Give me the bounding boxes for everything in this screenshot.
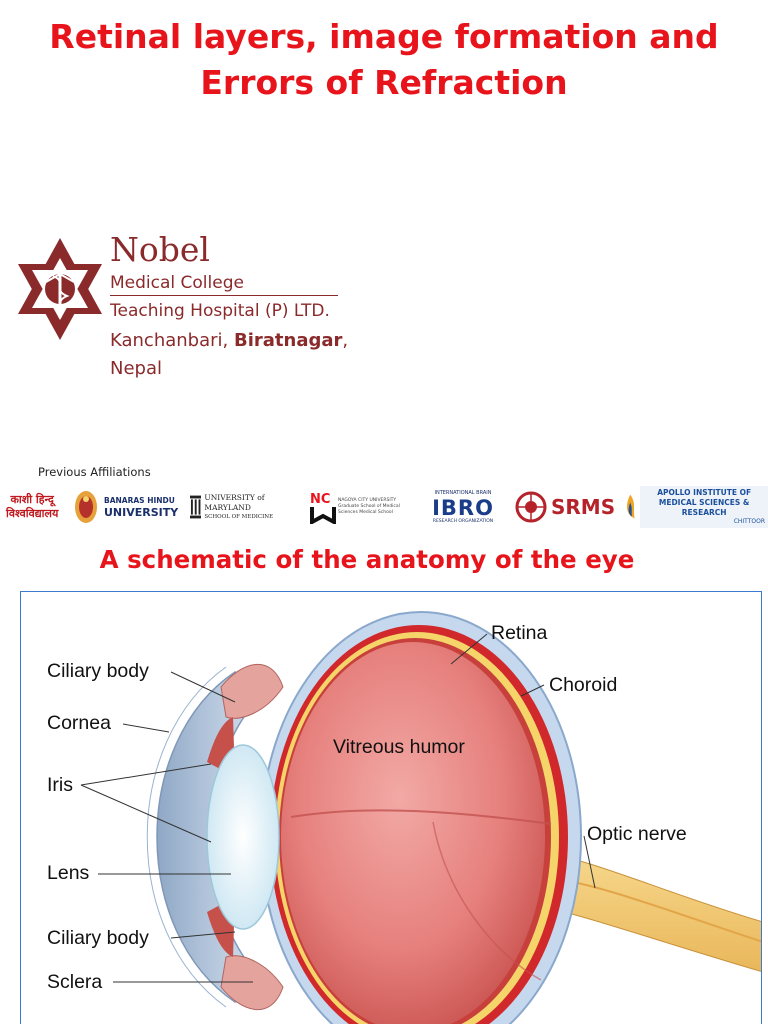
institution-name: Nobel <box>110 230 210 269</box>
affiliation-ibro: INTERNATIONAL BRAIN IBRO RESEARCH ORGANI… <box>426 484 500 530</box>
institution-line-1: Medical College <box>110 273 244 293</box>
label-choroid: Choroid <box>549 674 618 696</box>
affiliation-ibro-line1: INTERNATIONAL BRAIN <box>434 489 492 496</box>
label-retina: Retina <box>491 622 548 644</box>
affiliation-bhu-hindi-line2: विश्वविद्यालय <box>6 507 59 520</box>
affiliation-bhu-line2: UNIVERSITY <box>104 505 179 519</box>
svg-text:NC: NC <box>310 492 330 507</box>
nobel-star-logo-icon <box>18 238 102 340</box>
title-line-2: Errors of Refraction <box>200 63 568 102</box>
affiliations-label: Previous Affiliations <box>38 465 151 479</box>
nagoya-nc-logo-icon: NC <box>310 492 336 524</box>
label-lens: Lens <box>47 862 90 884</box>
affiliation-nagoya-line2: Graduate School of Medical Sciences Medi… <box>338 504 400 515</box>
institution-logo-block: Nobel Medical College Teaching Hospital … <box>10 230 370 386</box>
affiliation-ibro-line2: IBRO <box>432 495 494 520</box>
title-line-1: Retinal layers, image formation and <box>49 17 719 56</box>
affiliation-ibro-line3: RESEARCH ORGANIZATION <box>432 518 494 524</box>
address-area: Kanchanbari, <box>110 330 234 351</box>
affiliation-bhu-hindi-line1: काशी हिन्दू <box>10 493 54 506</box>
institution-address: Kanchanbari, Biratnagar, <box>110 329 348 353</box>
label-optic-nerve: Optic nerve <box>587 823 687 845</box>
label-iris: Iris <box>47 774 73 796</box>
eye-anatomy-illustration <box>80 611 761 1024</box>
srms-emblem-icon <box>515 491 547 523</box>
label-ciliary-body-top: Ciliary body <box>47 660 149 682</box>
address-comma: , <box>342 330 349 351</box>
affiliation-srms: SRMS <box>514 484 622 530</box>
affiliation-maryland-line2: SCHOOL OF MEDICINE <box>204 514 274 520</box>
affiliation-apollo-line1: APOLLO INSTITUTE OF <box>657 488 752 497</box>
affiliation-srms-label: SRMS <box>551 495 616 519</box>
label-sclera: Sclera <box>47 971 103 993</box>
eye-anatomy-figure: Retina Ciliary body Choroid Cornea Vitre… <box>20 591 762 1024</box>
address-city: Biratnagar <box>233 330 343 351</box>
maryland-column-icon <box>190 495 202 519</box>
label-vitreous-humor: Vitreous humor <box>333 736 465 758</box>
affiliation-bhu: BANARAS HINDU UNIVERSITY <box>72 484 192 530</box>
label-cornea: Cornea <box>47 712 111 734</box>
figure-title: A schematic of the anatomy of the eye <box>99 545 635 574</box>
institution-country: Nepal <box>110 358 162 379</box>
affiliation-apollo-line3: CHITTOOR <box>733 518 765 525</box>
affiliation-maryland-line1: UNIVERSITY of MARYLAND <box>204 493 265 512</box>
institution-line-2: Teaching Hospital (P) LTD. <box>110 301 330 321</box>
affiliation-maryland: UNIVERSITY of MARYLAND SCHOOL OF MEDICIN… <box>190 484 308 530</box>
label-ciliary-body-bottom: Ciliary body <box>47 927 149 949</box>
affiliation-apollo: APOLLO INSTITUTE OF MEDICAL SCIENCES & R… <box>624 484 768 530</box>
affiliation-nagoya: NC NAGOYA CITY UNIVERSITY Graduate Schoo… <box>310 484 410 530</box>
affiliation-bhu-line1: BANARAS HINDU <box>104 495 175 505</box>
bhu-emblem-icon <box>75 491 97 523</box>
apollo-flame-icon <box>626 494 635 519</box>
affiliations-logo-row: काशी हिन्दू विश्वविद्यालय BANARAS HINDU … <box>6 484 768 530</box>
logo-divider <box>110 295 338 296</box>
affiliation-apollo-line2: MEDICAL SCIENCES & RESEARCH <box>658 498 750 517</box>
affiliation-bhu-hindi: काशी हिन्दू विश्वविद्यालय <box>6 484 72 530</box>
slide-title: Retinal layers, image formation and Erro… <box>0 14 768 106</box>
affiliation-nagoya-line1: NAGOYA CITY UNIVERSITY <box>338 498 397 503</box>
